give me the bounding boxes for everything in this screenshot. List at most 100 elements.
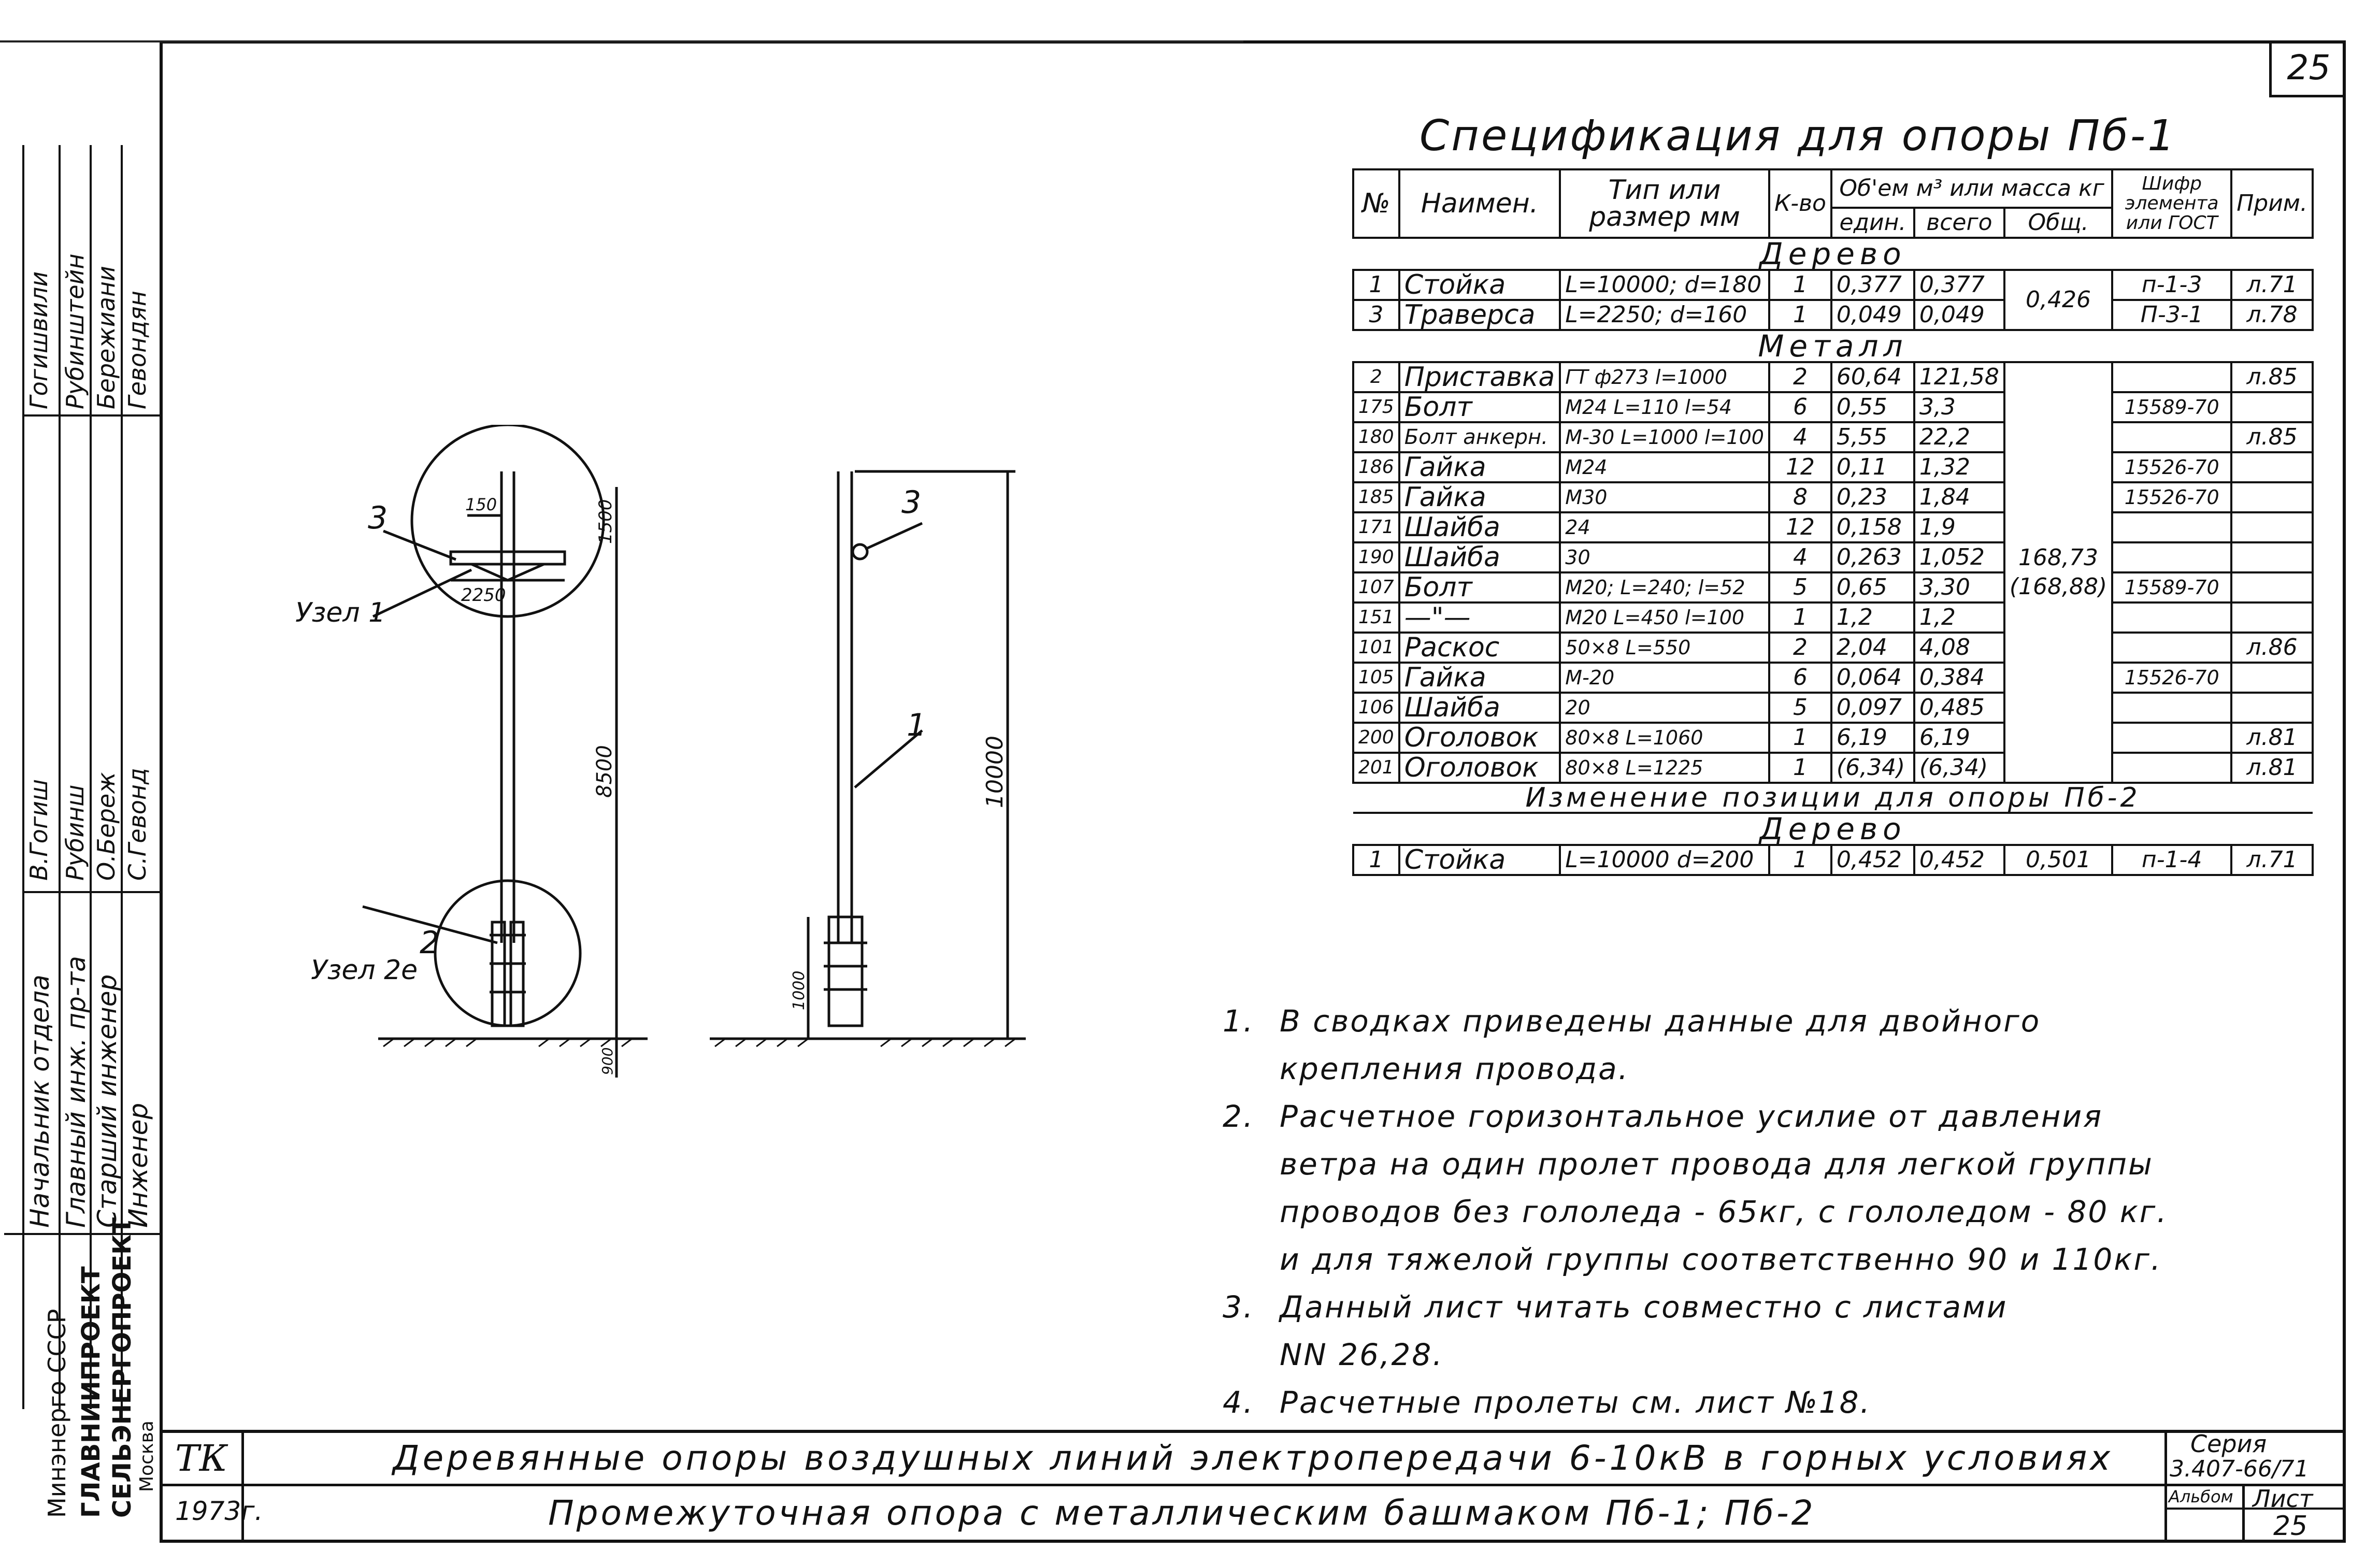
cell-unit: 6,19 xyxy=(1830,722,1915,754)
cell-type: М-30 L=1000 l=100 xyxy=(1559,421,1770,453)
tb-subtitle: Промежуточная опора с металлическим башм… xyxy=(548,1493,1816,1533)
cell-total: 1,052 xyxy=(1913,541,2005,573)
note-line: проводов без гололеда - 65кг, с гололедо… xyxy=(1280,1194,2168,1229)
cell-qty: 1 xyxy=(1768,752,1832,784)
cell-num: 190 xyxy=(1352,541,1400,573)
header-total: всего xyxy=(1913,207,2005,239)
cell-total: 3,30 xyxy=(1913,571,2005,604)
cell-note xyxy=(2230,481,2314,513)
header-type: Тип или размер мм xyxy=(1559,168,1770,239)
cell-total: 0,485 xyxy=(1913,692,2005,724)
cell-type: L=10000; d=180 xyxy=(1559,269,1770,301)
cell-num: 186 xyxy=(1352,451,1400,483)
cell-num: 107 xyxy=(1352,571,1400,604)
cell-total: (6,34) xyxy=(1913,752,2005,784)
header-unit: един. xyxy=(1830,207,1915,239)
cell-code: 15526-70 xyxy=(2111,662,2233,694)
cell-num: 201 xyxy=(1352,752,1400,784)
cell-code xyxy=(2111,692,2233,724)
cell-note xyxy=(2230,541,2314,573)
note-number: 1. xyxy=(1223,1003,1255,1039)
cell-num: 185 xyxy=(1352,481,1400,513)
top-margin-line xyxy=(0,40,1243,42)
drawing-frame xyxy=(160,40,2346,1543)
cell-unit: 0,049 xyxy=(1830,299,1915,331)
cell-type: 30 xyxy=(1559,541,1770,573)
tb-line xyxy=(2242,1484,2245,1543)
sheet-number-box: 25 xyxy=(2269,40,2346,97)
cell-code xyxy=(2111,421,2233,453)
tb-year: 1973г. xyxy=(175,1496,263,1526)
cell-code: П-3-1 xyxy=(2111,299,2233,331)
cell-name: Приставка xyxy=(1398,361,1561,393)
stamp-line xyxy=(121,145,123,1409)
notes: 1. В сводках приведены данные для двойног… xyxy=(1223,997,2168,1426)
spec-title: Спецификация для опоры Пб-1 xyxy=(1420,111,2177,161)
table-row: 1 Стойка L=10000 d=200 1 0,452 0,452 0,5… xyxy=(1352,844,2314,876)
cell-code xyxy=(2111,601,2233,634)
header-volume: Об'ем м³ или масса кг xyxy=(1830,168,2114,209)
pole-drawing: Узел 1 Узел 2е 3 2 3 1 150 2250 1500 850… xyxy=(295,425,1026,1078)
cell-name: Шайба xyxy=(1398,541,1561,573)
section-metal: Металл xyxy=(1353,329,2313,363)
cell-num: 101 xyxy=(1352,632,1400,664)
tb-line xyxy=(241,1430,244,1543)
cell-num: 171 xyxy=(1352,511,1400,543)
stamp-line xyxy=(22,145,24,1409)
cell-num: 180 xyxy=(1352,421,1400,453)
cell-note xyxy=(2230,601,2314,634)
cell-note xyxy=(2230,451,2314,483)
cell-code xyxy=(2111,632,2233,664)
cell-qty: 5 xyxy=(1768,692,1832,724)
cell-name: Оголовок xyxy=(1398,752,1561,784)
cell-note: л.71 xyxy=(2230,269,2314,301)
stamp-name: Гевондян xyxy=(123,291,151,409)
stamp-signature: Рубинш xyxy=(61,784,89,881)
cell-name: Раскос xyxy=(1398,632,1561,664)
cell-name: Шайба xyxy=(1398,692,1561,724)
cell-name: Болт xyxy=(1398,571,1561,604)
insulator xyxy=(851,543,869,561)
stamp-line xyxy=(22,891,160,893)
node2-circle xyxy=(434,879,582,1027)
cell-note xyxy=(2230,391,2314,423)
stamp-signature: О.Береж xyxy=(92,772,120,881)
tb-series-value: 3.407-66/71 xyxy=(2170,1456,2309,1482)
label-node1: Узел 1 xyxy=(295,597,385,628)
cell-qty: 1 xyxy=(1768,299,1832,331)
tb-line xyxy=(2164,1430,2167,1543)
shoe xyxy=(491,921,506,1027)
cell-total: 1,9 xyxy=(1913,511,2005,543)
cell-qty: 1 xyxy=(1768,601,1832,634)
note-number: 3. xyxy=(1223,1289,1255,1325)
cell-num: 105 xyxy=(1352,662,1400,694)
stamp-line xyxy=(4,1233,160,1235)
ground-hatch xyxy=(714,1038,1016,1048)
cell-unit: 0,452 xyxy=(1830,844,1915,876)
note-number: 2. xyxy=(1223,1099,1255,1134)
callout-2: 2 xyxy=(420,925,439,961)
note-line: В сводках приведены данные для двойного xyxy=(1280,1003,2041,1039)
cell-total: 6,19 xyxy=(1913,722,2005,754)
cell-total: 1,2 xyxy=(1913,601,2005,634)
leader xyxy=(362,905,498,944)
cell-name: Стойка xyxy=(1398,269,1561,301)
cell-qty: 2 xyxy=(1768,632,1832,664)
note-line: и для тяжелой группы соответственно 90 и… xyxy=(1280,1242,2162,1277)
cell-unit: 0,11 xyxy=(1830,451,1915,483)
cell-name: Болт анкерн. xyxy=(1398,421,1561,453)
cell-code: п-1-3 xyxy=(2111,269,2233,301)
stamp-signature: С.Гевонд xyxy=(123,768,151,881)
note-line: Расчетные пролеты см. лист №18. xyxy=(1280,1385,1871,1420)
cell-note xyxy=(2230,692,2314,724)
shoe xyxy=(509,921,525,1027)
tb-line xyxy=(2164,1508,2346,1510)
node1-circle xyxy=(410,425,605,618)
tb-album-label: Альбом xyxy=(2169,1487,2233,1506)
